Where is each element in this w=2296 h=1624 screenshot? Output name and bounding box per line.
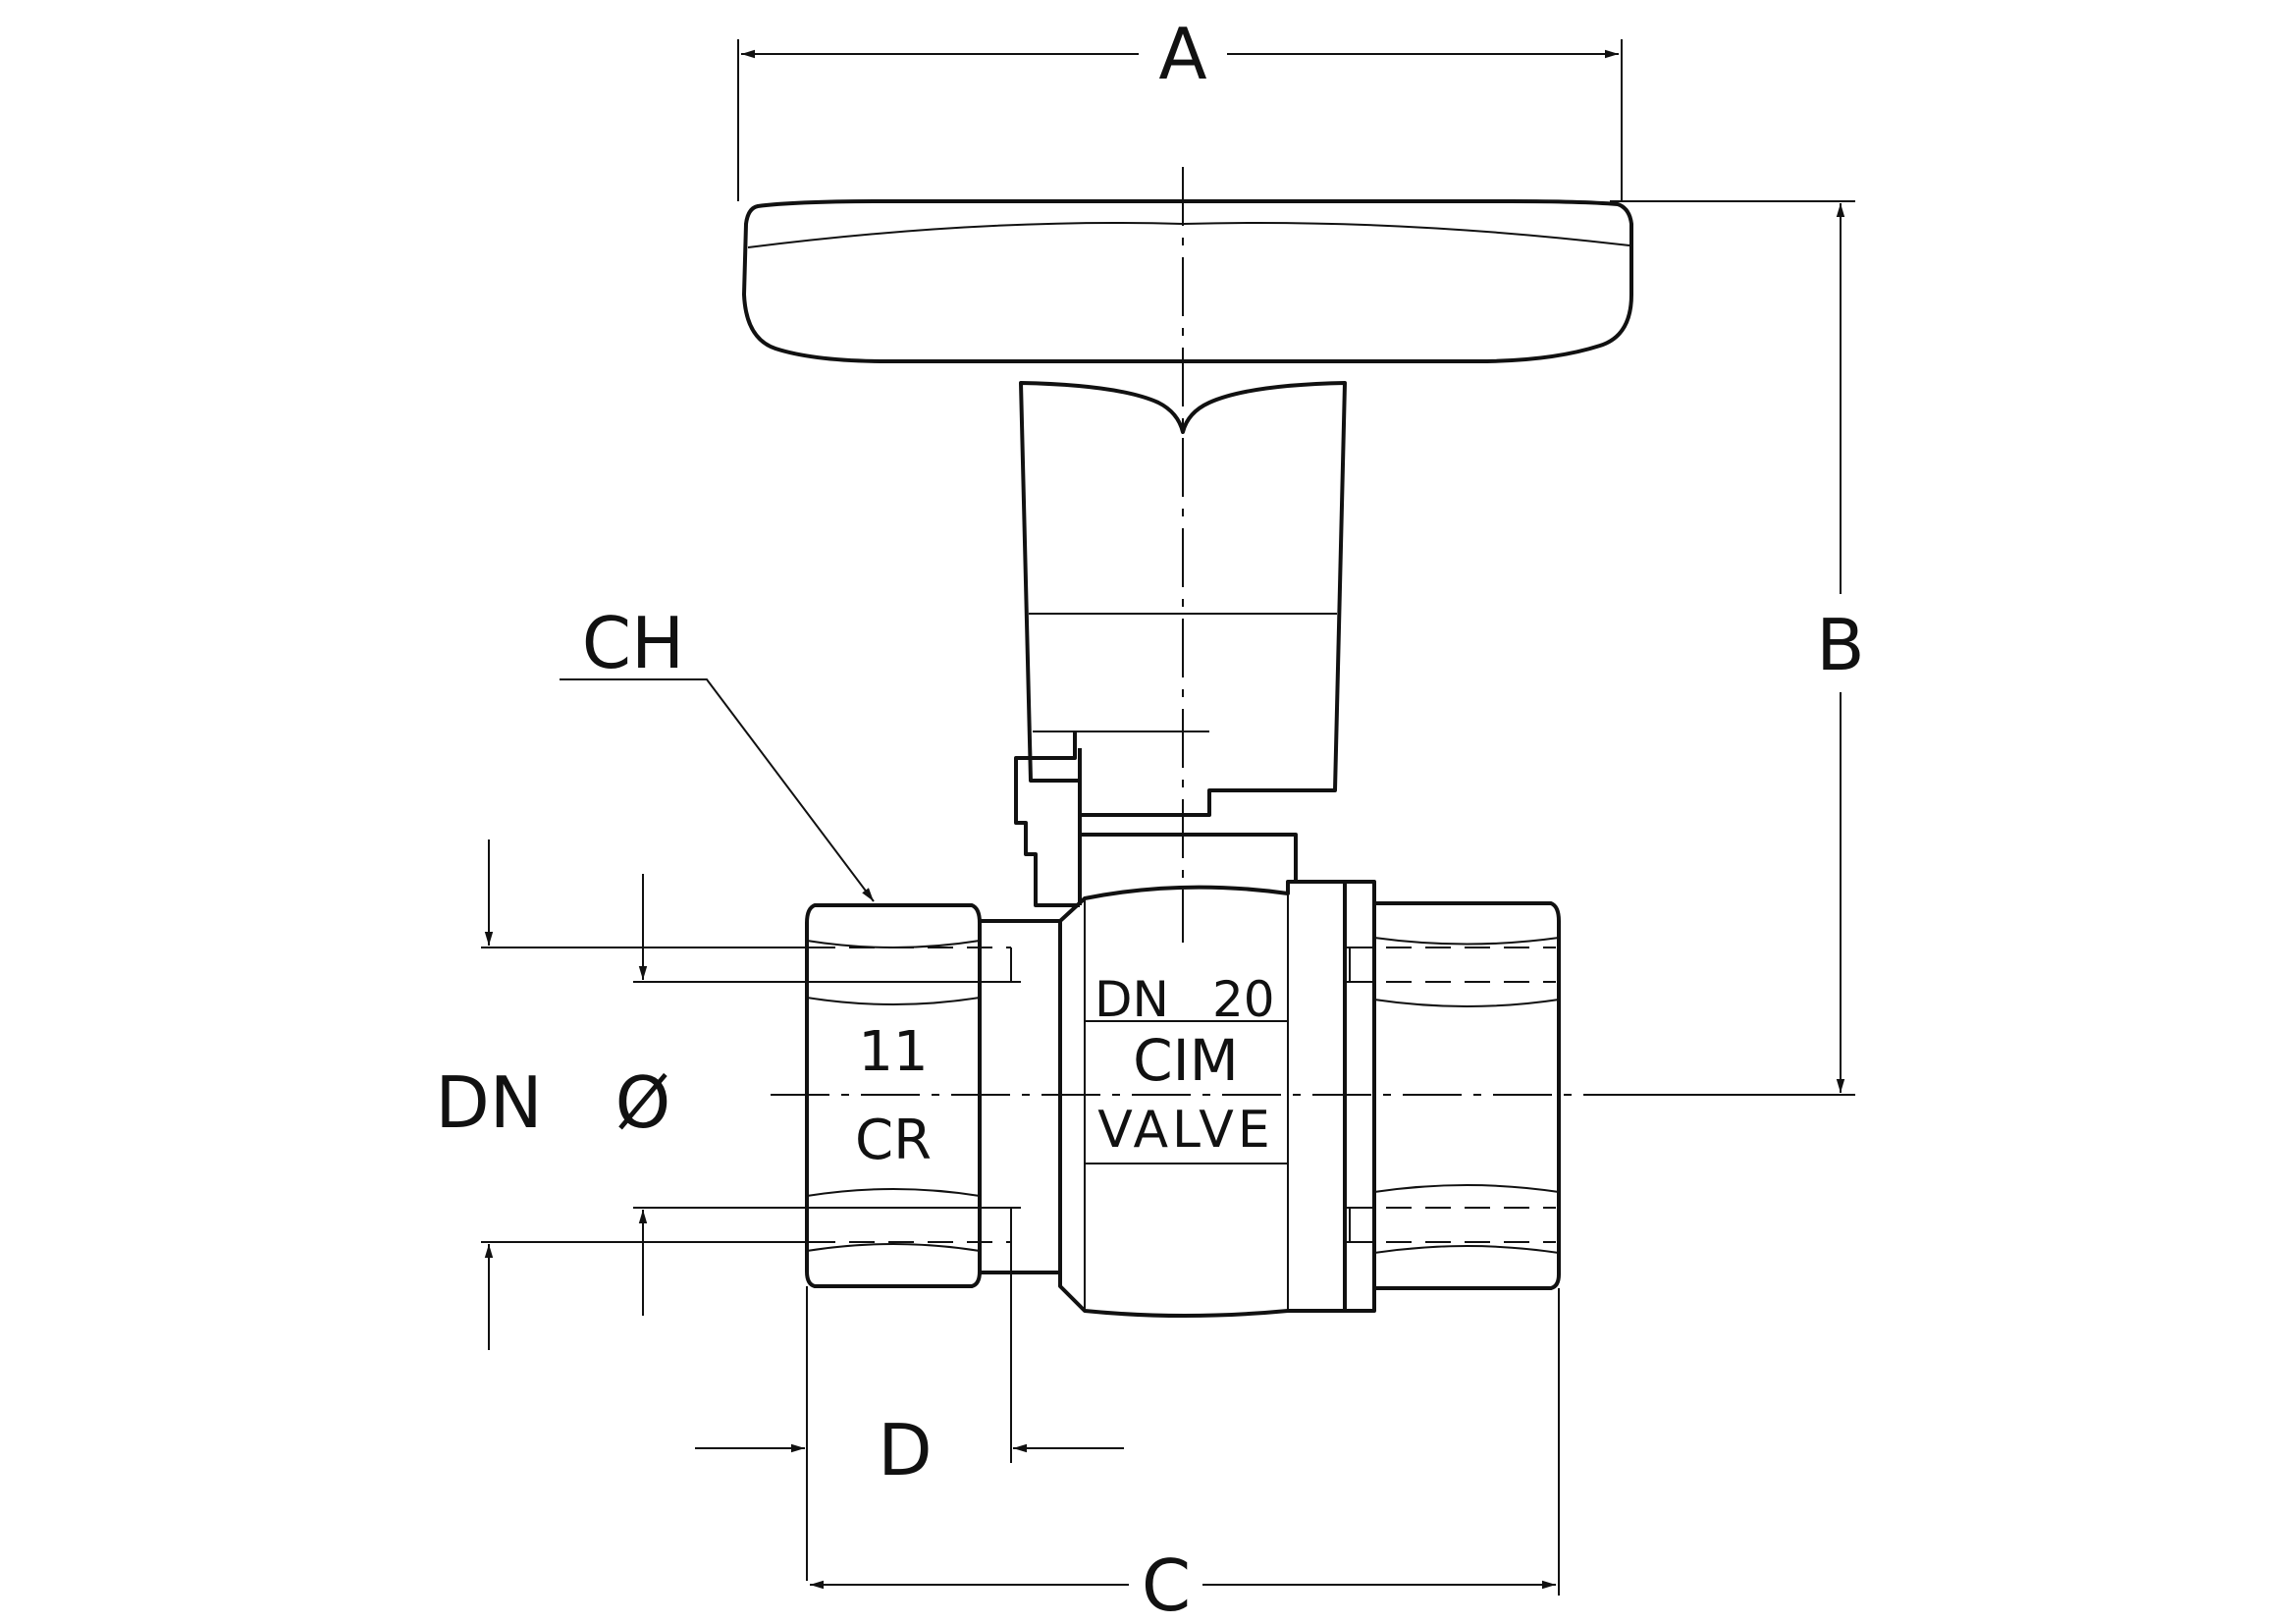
- dimension-b-label: B: [1816, 604, 1864, 686]
- dimension-diameter-label: Ø: [615, 1061, 671, 1144]
- marking-brand: CIM: [1133, 1027, 1239, 1094]
- dimension-a-label: A: [1158, 13, 1206, 95]
- t-handle: [742, 199, 1633, 907]
- dimension-d: D: [695, 1242, 1124, 1581]
- dimension-c-label: C: [1142, 1544, 1191, 1624]
- marking-product: VALVE: [1097, 1101, 1274, 1160]
- dimension-dn-label: DN: [435, 1061, 542, 1144]
- dimension-diameter: Ø: [615, 874, 1021, 1316]
- nut-logo-marking: CR: [855, 1109, 932, 1172]
- body-marking: DN 20 CIM VALVE 11 CR: [855, 971, 1275, 1172]
- dimension-a: A: [737, 13, 1623, 201]
- dimension-dn: DN: [435, 839, 815, 1350]
- nut-size-marking: 11: [858, 1020, 928, 1084]
- dimension-c: C: [810, 1288, 1560, 1624]
- dimension-b: B: [1610, 200, 1865, 1096]
- dimension-d-label: D: [878, 1409, 932, 1491]
- dimension-ch-label: CH: [582, 602, 684, 684]
- center-lines: [771, 167, 1629, 1096]
- dimension-ch: CH: [560, 602, 875, 902]
- marking-dn-value: 20: [1212, 971, 1275, 1028]
- marking-dn-label: DN: [1095, 971, 1169, 1028]
